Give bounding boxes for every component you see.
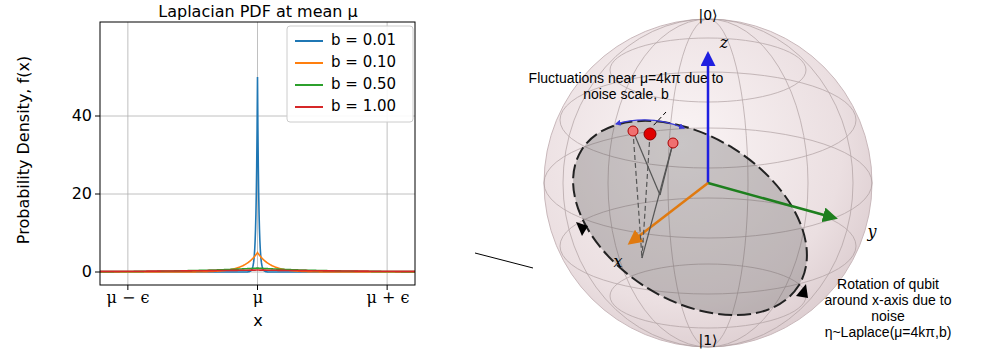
label-anchor: Rotation of qubit around x-axis due to n… [822, 276, 954, 340]
label-anchor: y [867, 223, 876, 241]
legend-text: b = 0.50 [331, 76, 396, 93]
label-anchor: 40 [72, 107, 92, 125]
legend-sample [295, 106, 323, 108]
axis-label: z [720, 34, 728, 52]
bloch-sphere [538, 19, 872, 353]
label-anchor: μ + ϵ [367, 289, 410, 307]
legend-anchor: b = 0.01 [331, 32, 396, 49]
label-anchor: 20 [72, 185, 92, 203]
axis-label: μ [253, 289, 263, 307]
stray-line [475, 253, 533, 268]
y-axis [708, 183, 835, 218]
axis-label: x [253, 312, 262, 330]
state-dot [668, 138, 678, 148]
tick [95, 194, 100, 195]
curves [100, 77, 415, 272]
axes-frame [100, 22, 415, 285]
annotation: Rotation of qubit around x-axis due to n… [822, 276, 954, 340]
label-anchor: Laplacian PDF at mean μ [158, 3, 357, 21]
annotation: Fluctuations near μ=4kπ due to noise sca… [526, 70, 726, 102]
rotation-orbit [538, 81, 842, 353]
axis-label: μ − ϵ [107, 289, 150, 307]
legend-frame [287, 26, 413, 122]
grid-line [127, 22, 128, 285]
legend-sample [295, 62, 323, 64]
fluctuation-arrow [616, 120, 684, 128]
tick [95, 272, 100, 273]
label-anchor: |0⟩ [698, 7, 717, 23]
label-anchor: μ [253, 289, 263, 307]
axis-label: x [613, 253, 622, 271]
label-anchor: 0 [82, 263, 92, 281]
label-anchor: x [253, 312, 262, 330]
legend-text: b = 0.10 [331, 54, 396, 71]
axis-label: μ + ϵ [367, 289, 410, 307]
axis-label: |1⟩ [698, 332, 717, 348]
axis-label: 20 [72, 185, 92, 203]
state-dot [644, 128, 656, 140]
legend-text: b = 0.01 [331, 32, 396, 49]
label-anchor: μ − ϵ [107, 289, 150, 307]
pdf-curve [100, 268, 415, 272]
legend-text: b = 1.00 [331, 98, 396, 115]
label-anchor: |1⟩ [698, 332, 717, 348]
axis-label: Laplacian PDF at mean μ [158, 3, 357, 21]
state-lines [633, 131, 673, 258]
label-anchor: z [720, 34, 728, 52]
axis-label: y [867, 223, 876, 241]
label-anchor: x [613, 253, 622, 271]
pdf-curve [100, 270, 415, 271]
pdf-curve [100, 253, 415, 273]
axis-label: |0⟩ [698, 7, 717, 23]
state-dot [628, 126, 638, 136]
legend-anchor: b = 0.10 [331, 54, 396, 71]
label-anchor: Fluctuations near μ=4kπ due to noise sca… [526, 70, 726, 102]
pdf-curve [100, 77, 415, 272]
axis-label: Probability Density, f(x) [15, 56, 33, 244]
legend-sample [295, 40, 323, 42]
legend-anchor: b = 1.00 [331, 98, 396, 115]
legend-box [287, 26, 413, 122]
grid-line [100, 194, 415, 195]
axis-label: 40 [72, 107, 92, 125]
legend-anchor: b = 0.50 [331, 76, 396, 93]
label-anchor: Probability Density, f(x) [15, 56, 33, 244]
x-axis [630, 183, 708, 243]
pdf-chart [95, 22, 415, 290]
axis-label: 0 [82, 263, 92, 281]
leader-line [652, 112, 666, 127]
legend-sample [295, 84, 323, 86]
tick [95, 116, 100, 117]
